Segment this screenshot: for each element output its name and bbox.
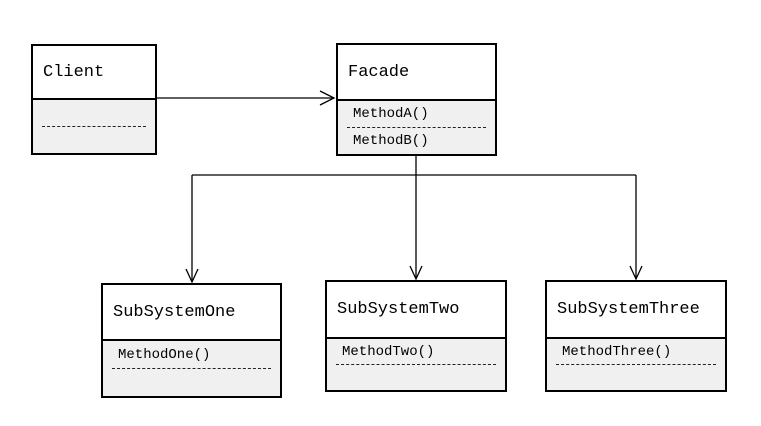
- method-slot-top: [33, 100, 155, 126]
- edge-facade-to-subsystem-two: [409, 175, 423, 281]
- compartment-divider: [42, 126, 146, 127]
- class-compartment: MethodThree(): [547, 339, 725, 390]
- method-slot-bottom: [547, 365, 725, 390]
- class-compartment: [33, 100, 155, 153]
- compartment-divider: [112, 368, 271, 369]
- compartment-divider: [336, 364, 496, 365]
- class-title: SubSystemTwo: [327, 282, 505, 339]
- method-slot-bottom: [103, 369, 280, 396]
- edge-facade-distribution: [192, 156, 636, 176]
- compartment-divider: [347, 127, 486, 128]
- class-title: SubSystemThree: [547, 282, 725, 339]
- class-title: SubSystemOne: [103, 285, 280, 341]
- edge-client-to-facade: [157, 90, 336, 106]
- method-slot-top: MethodA(): [353, 106, 429, 122]
- class-node-subsystem-three: SubSystemThree MethodThree(): [545, 280, 727, 392]
- method-slot-top: MethodOne(): [118, 346, 211, 363]
- method-slot-bottom: [33, 127, 155, 153]
- class-node-facade: Facade MethodA() MethodB(): [336, 43, 497, 156]
- class-node-subsystem-one: SubSystemOne MethodOne(): [101, 283, 282, 398]
- class-node-subsystem-two: SubSystemTwo MethodTwo(): [325, 280, 507, 392]
- class-node-client: Client: [31, 44, 157, 155]
- method-slot-bottom: MethodB(): [353, 133, 429, 149]
- edge-facade-to-subsystem-three: [629, 175, 643, 281]
- method-slot-top: MethodTwo(): [342, 343, 435, 360]
- class-title: Facade: [338, 45, 495, 101]
- class-title: Client: [33, 46, 155, 100]
- class-compartment: MethodA() MethodB(): [338, 101, 495, 154]
- method-slot-top: MethodThree(): [562, 343, 672, 360]
- class-compartment: MethodTwo(): [327, 339, 505, 390]
- edge-facade-to-subsystem-one: [185, 175, 199, 284]
- method-slot-bottom: [327, 365, 505, 390]
- compartment-divider: [556, 364, 716, 365]
- class-compartment: MethodOne(): [103, 341, 280, 396]
